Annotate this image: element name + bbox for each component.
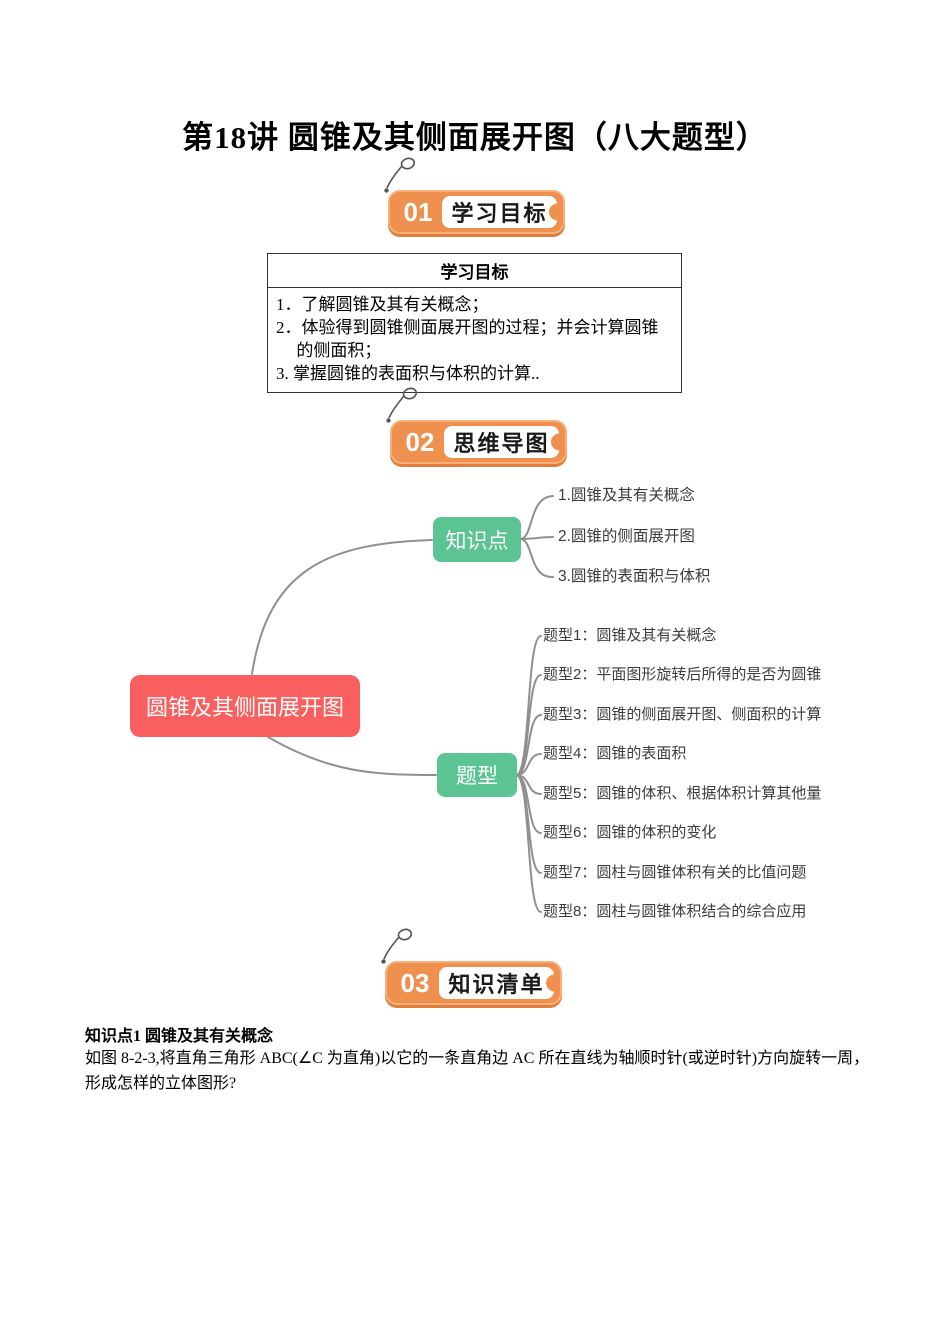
mindmap-leaf: 2.圆锥的侧面展开图 [558,528,695,545]
mindmap-connector [515,753,542,776]
mindmap-branch-types: 题型 [437,753,517,797]
badge-notch [549,203,558,221]
mindmap-connector [515,774,542,913]
section-badge-knowledge-list: 03 知识清单 [381,928,562,1005]
section-badge-mindmap: 02 思维导图 [386,387,567,464]
curl-decoration-icon [386,387,418,423]
mindmap-leaf: 题型5：圆锥的体积、根据体积计算其他量 [543,785,822,802]
mindmap-branch-knowledge: 知识点 [433,517,521,562]
mindmap-connector [515,635,542,776]
objective-item: 3. 掌握圆锥的表面积与体积的计算.. [276,364,540,383]
section-number: 03 [400,967,430,998]
mindmap-connector [267,736,437,776]
knowledge-point-heading: 知识点1 圆锥及其有关概念 [85,1028,274,1045]
mindmap-leaf: 题型6：圆锥的体积的变化 [543,824,717,841]
mindmap-connector [515,714,542,776]
knowledge-point-body: 如图 8-2-3,将直角三角形 ABC(∠C 为直角)以它的一条直角边 AC 所… [85,1050,870,1092]
mindmap-connector [519,538,554,579]
section-label: 学习目标 [442,196,557,228]
mindmap-leaf: 题型7：圆柱与圆锥体积有关的比值问题 [543,864,807,881]
mindmap-leaf: 题型1：圆锥及其有关概念 [543,627,717,644]
mindmap-connector [515,774,542,834]
mindmap-leaf: 题型8：圆柱与圆锥体积结合的综合应用 [543,903,807,920]
badge-notch [551,433,560,451]
mindmap-leaf: 3.圆锥的表面积与体积 [558,568,711,585]
objective-item: 2．体验得到圆锥侧面展开图的过程；并会计算圆锥的侧面积； [276,318,659,360]
mindmap-connector [515,774,542,795]
section-number: 01 [403,196,433,227]
section-badge-learning-goals: 01 学习目标 [384,157,565,234]
mindmap-leaf: 题型4：圆锥的表面积 [543,745,687,762]
section-label: 思维导图 [444,426,559,458]
mindmap-leaf: 题型2：平面图形旋转后所得的是否为圆锥 [543,666,822,683]
mindmap-connector [251,539,433,675]
page-title: 第18讲 圆锥及其侧面展开图（八大题型） [182,120,768,155]
objectives-table: 学习目标 1．了解圆锥及其有关概念； 2．体验得到圆锥侧面展开图的过程；并会计算… [267,253,682,393]
objectives-table-body: 1．了解圆锥及其有关概念； 2．体验得到圆锥侧面展开图的过程；并会计算圆锥的侧面… [268,288,681,392]
badge-notch [546,974,555,992]
objective-item: 1．了解圆锥及其有关概念； [276,295,489,314]
mindmap-root-node: 圆锥及其侧面展开图 [130,675,360,737]
mindmap-connector [515,774,542,874]
curl-decoration-icon [381,928,413,964]
mindmap-leaf: 1.圆锥及其有关概念 [558,487,695,504]
section-label: 知识清单 [439,967,554,999]
section-number: 02 [405,426,435,457]
objectives-table-header: 学习目标 [268,254,681,288]
mindmap-leaf: 题型3：圆锥的侧面展开图、侧面积的计算 [543,706,822,723]
mindmap-connector [515,674,542,776]
mindmap-connector [519,536,554,540]
curl-decoration-icon [384,157,416,193]
mindmap-connector [519,495,554,540]
